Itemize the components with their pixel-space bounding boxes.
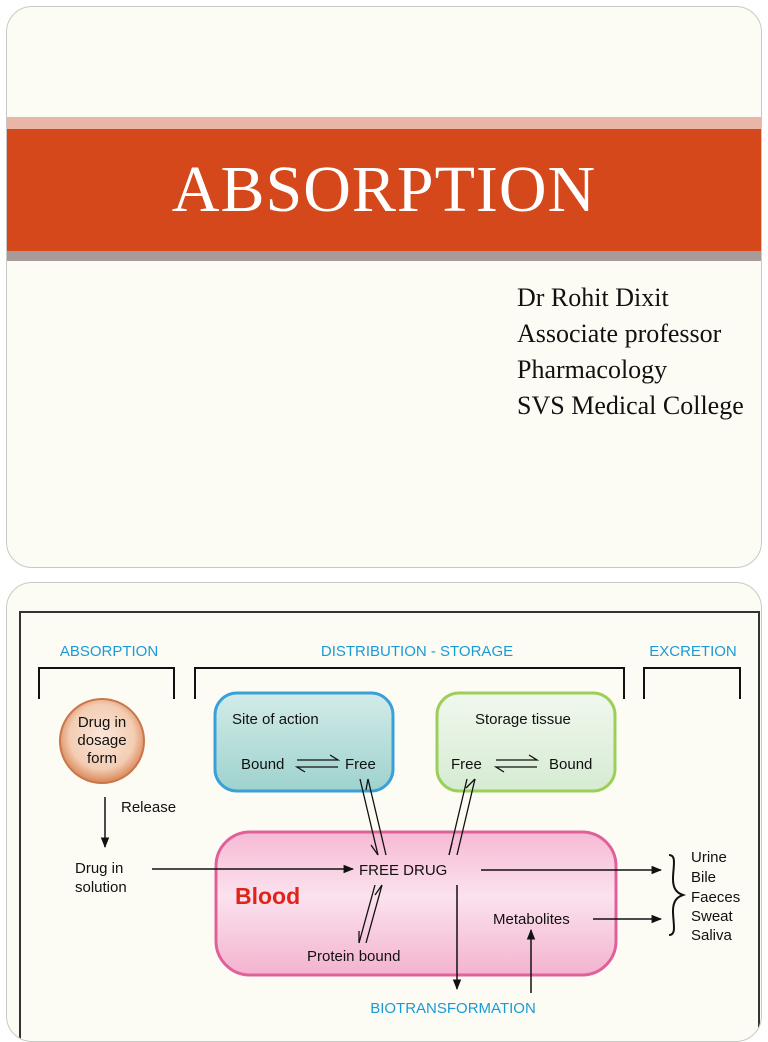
storage-tissue-box [435,691,617,793]
header-absorption: ABSORPTION [60,643,158,660]
diagram-frame [19,611,760,1041]
dosage-form-circle [59,698,145,784]
solution-line2: solution [75,879,127,896]
header-distribution: DISTRIBUTION - STORAGE [321,643,513,660]
excretion-brace [668,854,687,936]
author-name: Dr Rohit Dixit [517,283,669,312]
storage-equilibrium-arrows [493,754,540,773]
route-saliva: Saliva [691,927,733,944]
protein-bound-label: Protein bound [307,948,400,965]
protein-binding-arrows [358,884,383,944]
author-department: Pharmacology [517,355,668,384]
bracket-distribution [194,667,625,699]
dosage-form-line2: dosage [77,732,126,749]
pharmacokinetics-diagram: ABSORPTION DISTRIBUTION - STORAGE EXCRET… [38,643,741,1017]
title-band-top [7,117,761,129]
route-faeces: Faeces [691,889,740,906]
free-drug-label: FREE DRUG [359,862,447,879]
bracket-excretion [643,667,741,699]
biotransformation-label: BIOTRANSFORMATION [370,1000,536,1017]
header-excretion: EXCRETION [649,643,737,660]
route-urine: Urine [691,849,727,866]
solution-line1: Drug in [75,860,123,877]
route-bile: Bile [691,869,716,886]
site-of-action-box [213,691,395,793]
author-institution: SVS Medical College [517,391,744,420]
dosage-form-line1: Drug in [78,714,126,731]
blood-box [214,830,618,977]
site-free-label: Free [345,756,376,773]
diagram-slide: ABSORPTION DISTRIBUTION - STORAGE EXCRET… [6,582,762,1042]
author-block: Dr Rohit Dixit Associate professor Pharm… [517,280,744,424]
route-sweat: Sweat [691,908,734,925]
metabolites-label: Metabolites [493,911,570,928]
dosage-form-line3: form [87,750,117,767]
site-equilibrium-arrows [294,754,341,773]
site-bound-label: Bound [241,756,284,773]
slide-title: ABSORPTION [171,153,597,226]
title-slide: ABSORPTION Dr Rohit Dixit Associate prof… [6,6,762,568]
release-label: Release [121,799,176,816]
site-of-action-title: Site of action [232,711,319,728]
author-position: Associate professor [517,319,722,348]
storage-bound-label: Bound [549,756,592,773]
site-blood-exchange-arrows [359,778,387,856]
blood-label: Blood [235,883,300,909]
storage-free-label: Free [451,756,482,773]
storage-blood-exchange-arrows [448,778,476,856]
bracket-absorption [38,667,175,699]
title-band-bottom [7,251,761,261]
storage-tissue-title: Storage tissue [475,711,571,728]
title-band [7,129,761,251]
